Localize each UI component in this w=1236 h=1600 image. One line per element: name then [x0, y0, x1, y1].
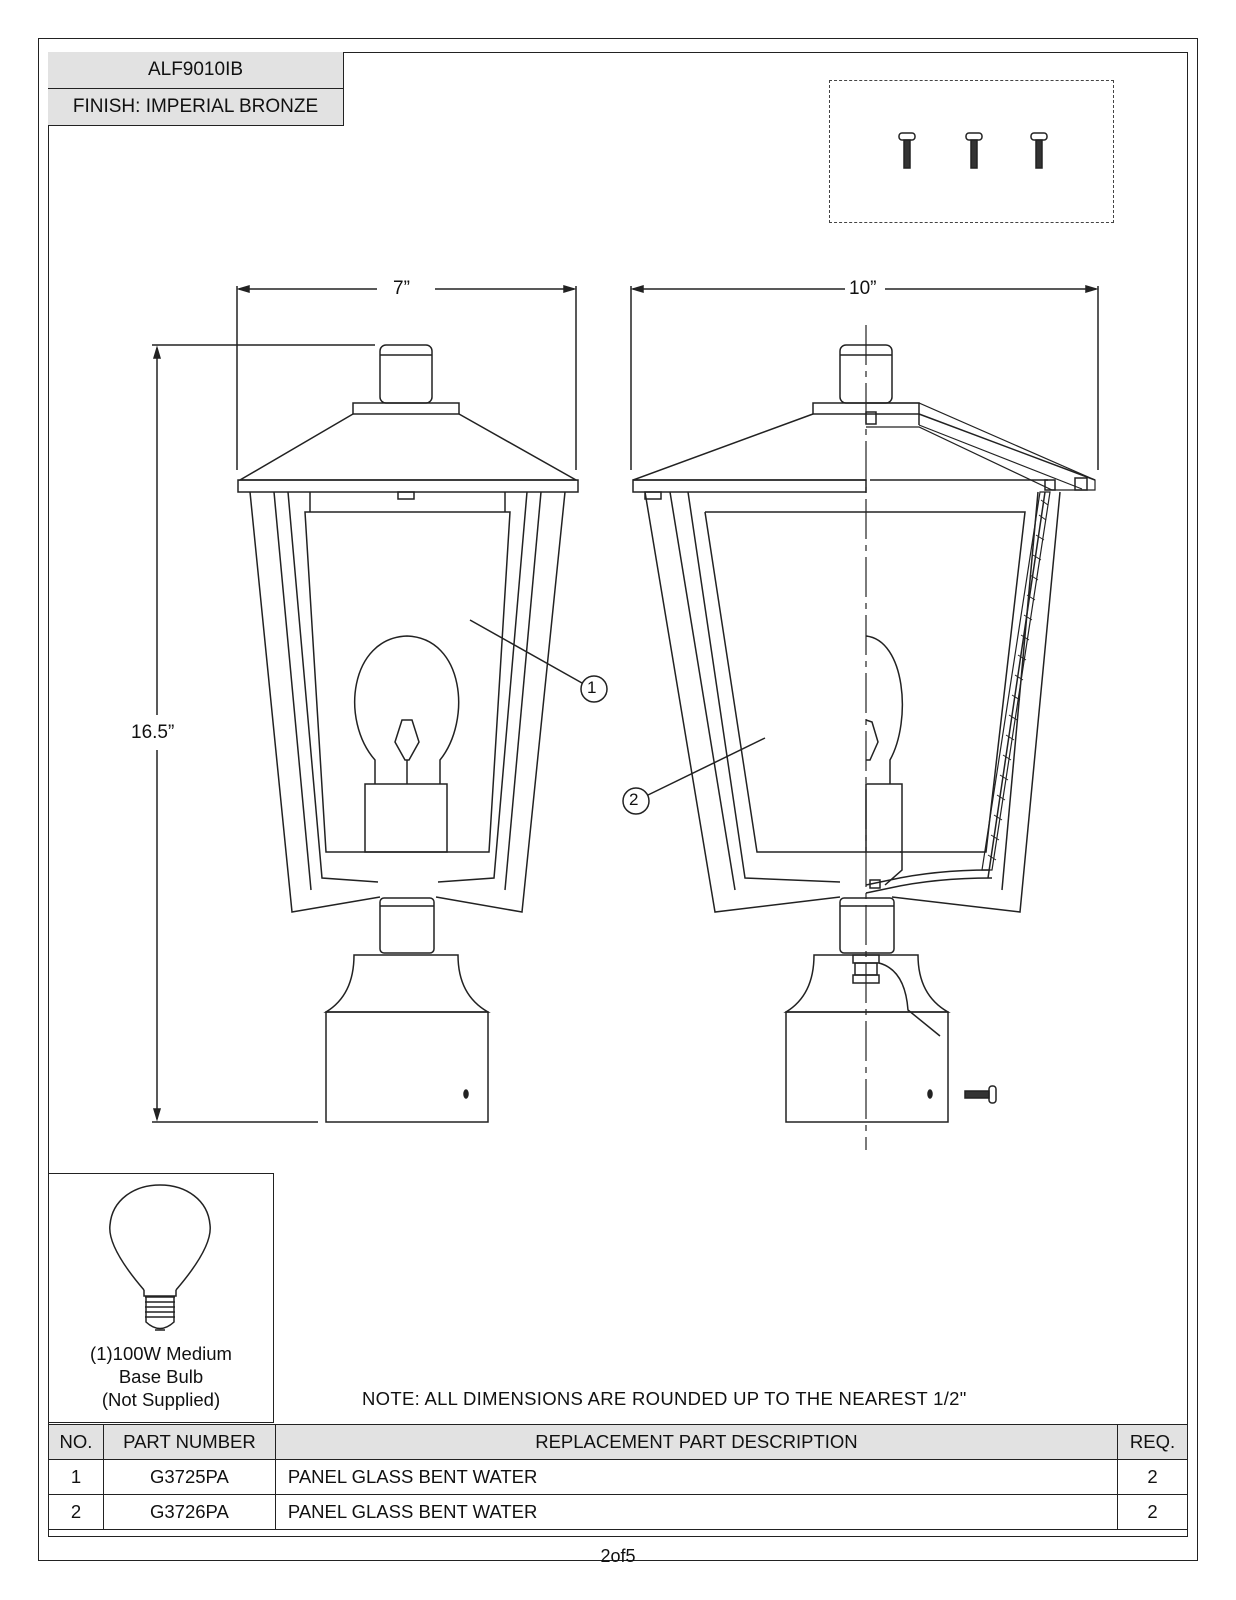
finish-label: FINISH: IMPERIAL BRONZE — [48, 88, 343, 125]
side-view — [622, 284, 1099, 1150]
header-part-number: PART NUMBER — [102, 1424, 276, 1460]
header-description: REPLACEMENT PART DESCRIPTION — [274, 1424, 1118, 1460]
row-req: 2 — [1116, 1494, 1189, 1530]
title-block: ALF9010IB FINISH: IMPERIAL BRONZE — [48, 52, 344, 126]
header-no: NO. — [48, 1424, 104, 1460]
bulb-line-3: (Not Supplied) — [101, 1389, 221, 1410]
screw-icon — [964, 1085, 997, 1104]
header-req: REQ. — [1116, 1424, 1189, 1460]
row-part-number: G3725PA — [102, 1459, 276, 1495]
model-number: ALF9010IB — [48, 52, 343, 88]
row-no: 2 — [48, 1494, 104, 1530]
bulb-description: (1)100W Medium Base Bulb (Not Supplied) — [48, 1342, 274, 1411]
bulb-info-box: (1)100W Medium Base Bulb (Not Supplied) — [48, 1173, 274, 1423]
screw-icon — [898, 132, 916, 169]
screw-icon — [1030, 132, 1048, 169]
row-no: 1 — [48, 1459, 104, 1495]
inner-frame — [48, 52, 1188, 1537]
callout-2: 2 — [629, 790, 639, 809]
outer-frame — [38, 38, 1198, 1561]
callout-1: 1 — [587, 678, 597, 697]
hardware-box — [829, 80, 1114, 223]
bulb-line-2: Base Bulb — [118, 1366, 204, 1387]
front-view — [152, 284, 608, 1123]
height-dimension: 16.5” — [131, 722, 175, 743]
row-req: 2 — [1116, 1459, 1189, 1495]
row-description: PANEL GLASS BENT WATER — [274, 1459, 1118, 1495]
dimension-note: NOTE: ALL DIMENSIONS ARE ROUNDED UP TO T… — [362, 1388, 967, 1409]
page-number: 2of5 — [600, 1546, 636, 1566]
table-row: 1 G3725PA PANEL GLASS BENT WATER 2 — [48, 1459, 1189, 1495]
row-description: PANEL GLASS BENT WATER — [274, 1494, 1118, 1530]
bulb-icon — [109, 1184, 211, 1331]
screw-icon — [965, 132, 983, 169]
width-side-dimension: 10” — [849, 278, 877, 299]
bulb-line-1: (1)100W Medium — [90, 1343, 232, 1364]
table-row: 2 G3726PA PANEL GLASS BENT WATER 2 — [48, 1494, 1189, 1530]
width-front-dimension: 7” — [393, 278, 410, 299]
parts-table: NO. PART NUMBER REPLACEMENT PART DESCRIP… — [48, 1424, 1189, 1530]
table-header-row: NO. PART NUMBER REPLACEMENT PART DESCRIP… — [48, 1424, 1189, 1460]
row-part-number: G3726PA — [102, 1494, 276, 1530]
